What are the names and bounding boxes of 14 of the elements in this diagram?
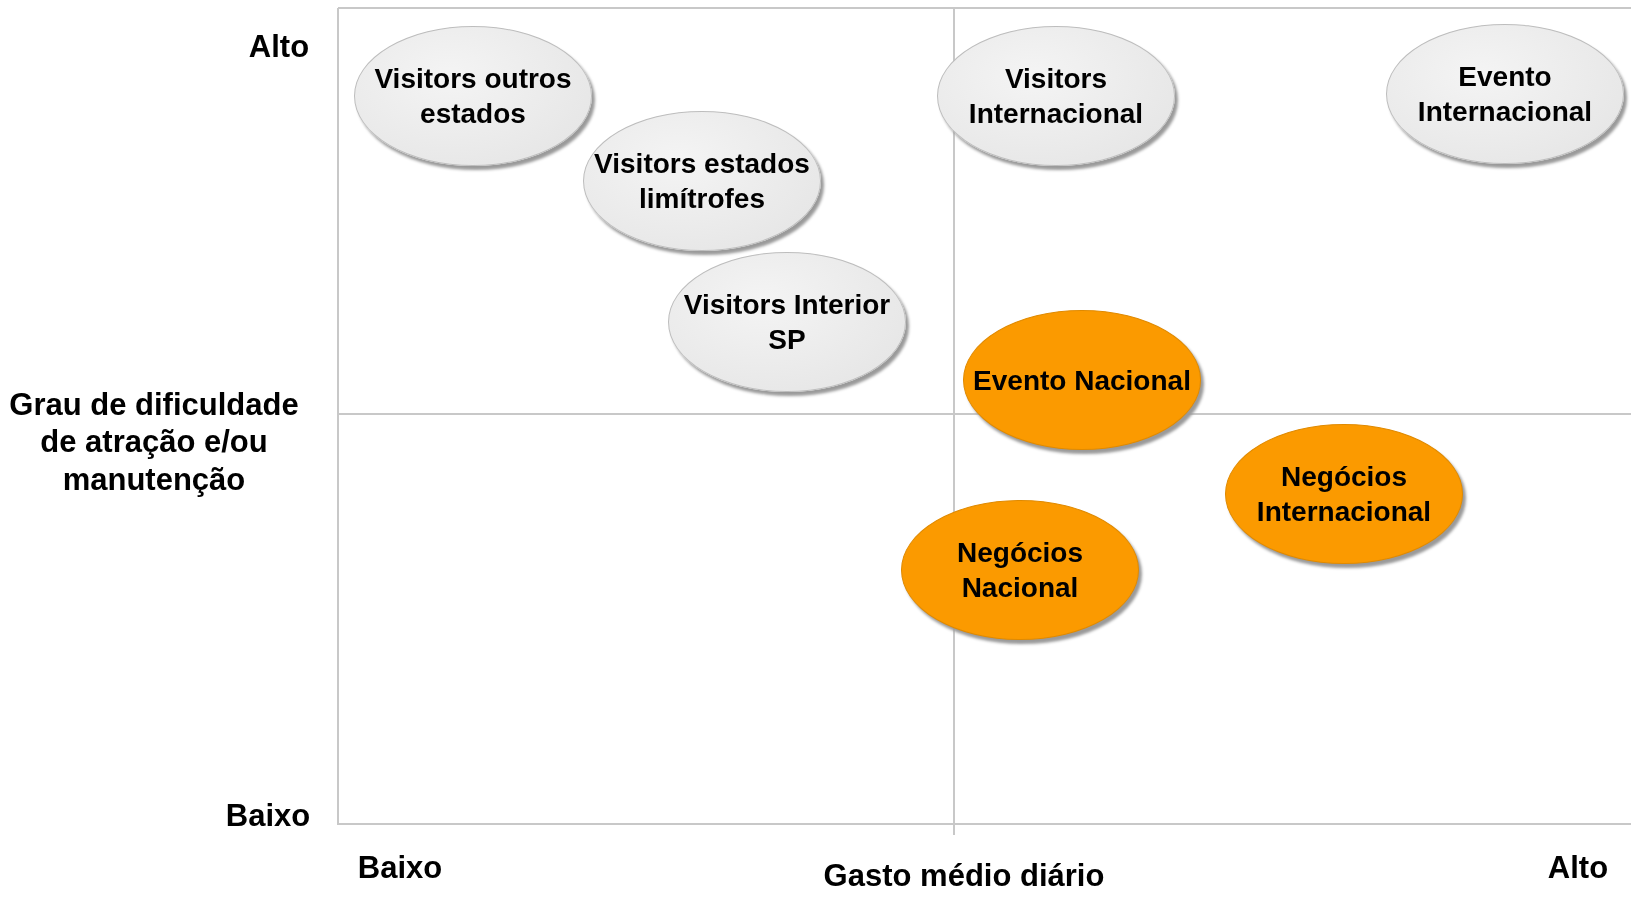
ellipse-label: Visitors estados limítrofes [593, 147, 811, 216]
y-axis-low-label: Baixo [225, 797, 311, 835]
y-axis-high-label: Alto [248, 28, 310, 66]
ellipse-label: Evento Nacional [973, 363, 1191, 398]
x-axis-low-label: Baixo [357, 849, 443, 887]
x-axis-title: Gasto médio diário [823, 857, 1105, 895]
ellipse-label: Visitors Interior SP [682, 288, 892, 357]
ellipse-label: Negócios Nacional [956, 536, 1084, 605]
x-axis-high-label: Alto [1547, 849, 1609, 887]
ellipse-label: Visitors Internacional [967, 62, 1145, 131]
ellipse-label: Visitors outros estados [373, 62, 573, 131]
ellipse-label: Evento Internacional [1416, 60, 1594, 129]
y-axis-title: Grau de dificuldade de atração e/ou manutenção [8, 386, 300, 498]
ellipse-label: Negócios Internacional [1255, 460, 1433, 529]
